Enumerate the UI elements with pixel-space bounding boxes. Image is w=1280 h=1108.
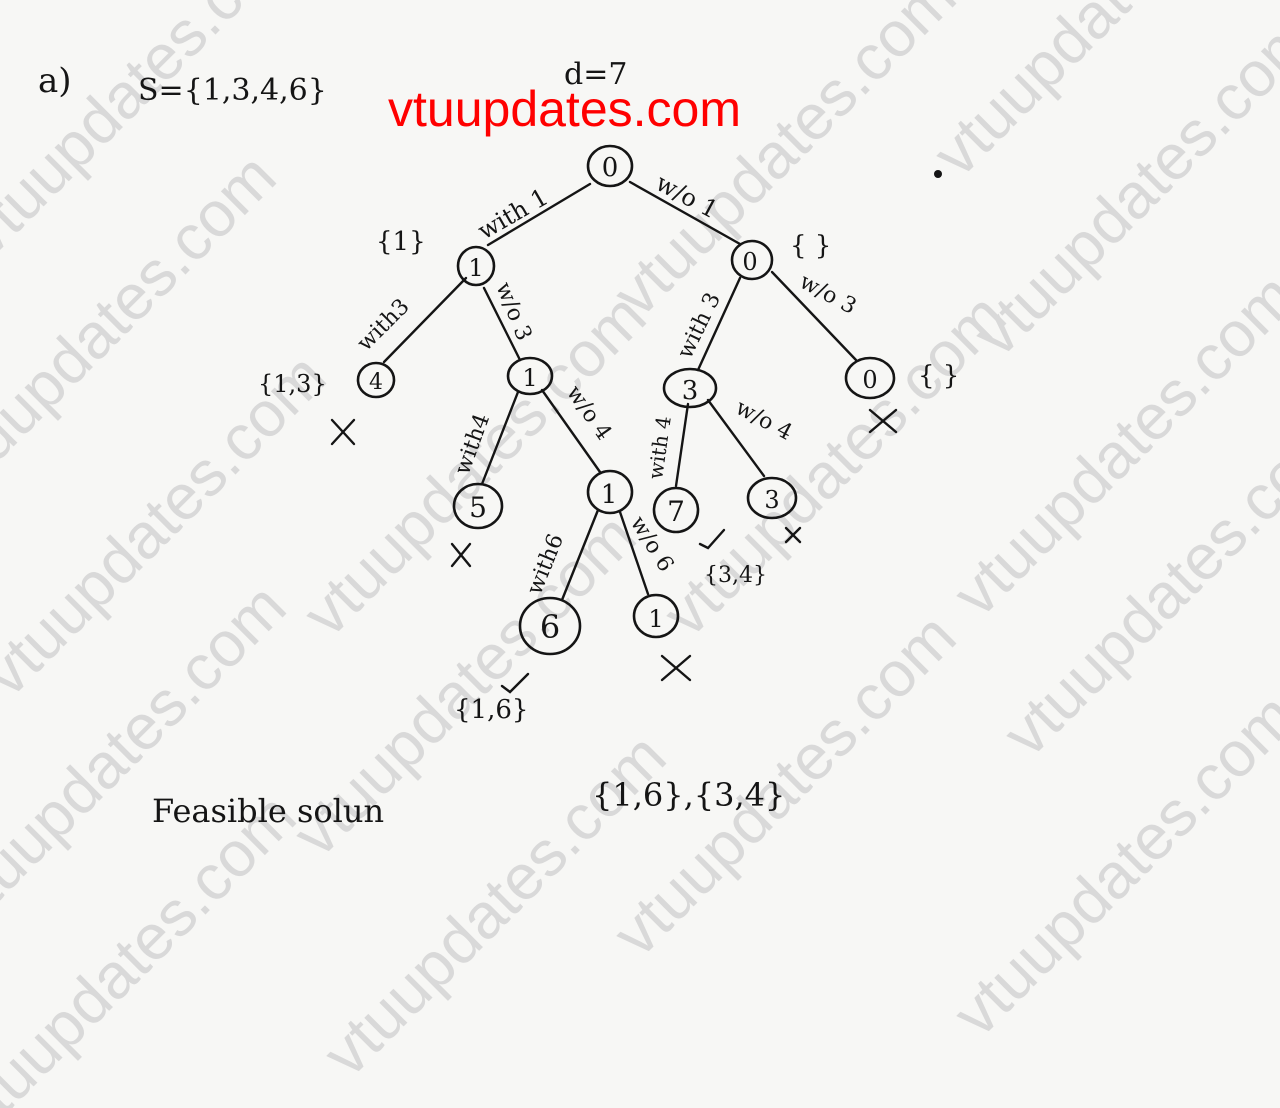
subset-labels: {1} { } {1,3} {3,4} { } {1,6} (258, 227, 959, 725)
edge-label-wo3-right: w/o 3 (795, 269, 860, 319)
edge-label-with3-left: with3 (353, 294, 415, 356)
tree-nodes: 0 1 0 4 1 5 1 6 (356, 144, 896, 656)
edge-with6 (560, 508, 600, 602)
edge-with4-left (480, 390, 520, 486)
check-mark (698, 528, 726, 550)
node-n1: 1 (456, 245, 496, 287)
edge-wo6 (618, 510, 650, 596)
check-mark (500, 672, 530, 694)
set-label: S={1,3,4,6} (138, 73, 327, 108)
node-n4: 4 (356, 361, 396, 399)
part-label: a) (38, 61, 72, 101)
conclusion-label: Feasible solun (152, 792, 384, 830)
tree-edges (382, 180, 858, 602)
node-value: 1 (522, 364, 537, 392)
reject-mark (784, 526, 802, 544)
edge-wo3-left (482, 286, 522, 362)
edge-label-wo4-right: w/o 4 (731, 395, 796, 445)
node-value: 6 (540, 608, 560, 646)
node-n1c: 1 (586, 469, 634, 515)
edge-with3-right (696, 276, 742, 372)
node-root: 0 (586, 144, 634, 188)
set-label-n7: {3,4} (704, 563, 767, 588)
edge-with1 (486, 182, 592, 247)
reject-mark (660, 654, 692, 682)
edge-wo3-right (770, 270, 858, 362)
node-value: 1 (648, 605, 663, 633)
reject-marks (330, 408, 898, 682)
node-value: 3 (764, 486, 779, 514)
reject-mark (868, 408, 898, 434)
node-n3: 3 (662, 367, 718, 409)
node-value: 0 (602, 153, 619, 183)
watermark: vtuupdates.com (599, 0, 969, 330)
node-n5: 5 (452, 482, 504, 530)
node-value: 7 (667, 495, 685, 528)
node-value: 1 (468, 254, 483, 282)
edge-label-with4-right: with 4 (643, 414, 676, 480)
reject-mark (450, 542, 472, 568)
edge-with4-right (674, 402, 690, 488)
node-n1b: 1 (506, 356, 554, 396)
site-banner: vtuupdates.com (388, 81, 741, 137)
set-label-n1: {1} (376, 227, 426, 257)
set-label-n0c: { } (918, 361, 959, 391)
set-label-n4: {1,3} (258, 370, 327, 398)
set-label-n6: {1,6} (454, 695, 528, 725)
node-value: 0 (862, 366, 877, 394)
edge-wo4-right (706, 398, 766, 478)
node-value: 0 (742, 248, 757, 276)
edge-wo4-left (540, 388, 602, 474)
node-value: 5 (469, 491, 487, 524)
edge-with3-left (382, 276, 468, 364)
node-n0c: 0 (844, 356, 896, 400)
node-value: 1 (601, 480, 618, 510)
node-n3b: 3 (746, 476, 798, 520)
reject-mark (330, 418, 356, 446)
node-n6: 6 (518, 596, 582, 656)
edge-wo1 (628, 180, 742, 246)
edge-label-wo3-left: w/o 3 (490, 279, 536, 344)
node-value: 4 (369, 370, 383, 395)
conclusion-answer: {1,6},{3,4} (592, 776, 785, 814)
node-value: 3 (682, 376, 699, 406)
node-n7: 7 (652, 486, 700, 534)
ink-dot (934, 170, 942, 178)
watermark: vtuupdates.com (939, 680, 1280, 1050)
target-label: d=7 (564, 57, 627, 92)
node-n1d: 1 (632, 593, 680, 639)
node-n0b: 0 (730, 239, 774, 281)
accept-marks (500, 528, 726, 694)
set-label-n0b: { } (790, 231, 831, 261)
